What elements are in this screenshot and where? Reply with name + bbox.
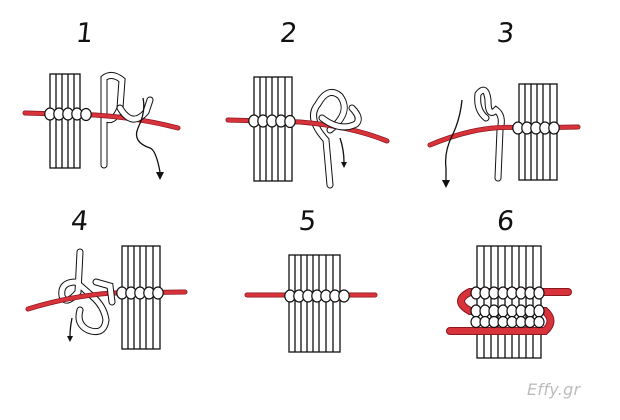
strand-bundle — [253, 76, 293, 182]
bead-row — [512, 121, 560, 135]
strand-bundle — [49, 73, 81, 169]
watermark-signature: Effy.gr — [527, 380, 581, 399]
step-5-illustration — [244, 254, 378, 353]
strand-bundle — [476, 245, 542, 359]
bead-row-top — [470, 286, 545, 300]
step-2-illustration — [225, 76, 390, 189]
direction-arrow — [135, 97, 161, 173]
step-6-illustration — [446, 245, 572, 359]
bead-row-bottom — [470, 315, 545, 329]
step-1-illustration — [22, 71, 181, 180]
strand-bundle — [288, 254, 341, 353]
bead-row — [284, 289, 350, 303]
step-4-illustration — [25, 245, 188, 350]
direction-arrow — [339, 137, 345, 163]
bead-row — [116, 286, 164, 300]
direction-arrow — [69, 317, 73, 337]
direction-arrow — [444, 99, 463, 180]
bead-row — [248, 114, 296, 129]
bead-row — [44, 107, 92, 122]
step-3-illustration — [427, 83, 581, 188]
